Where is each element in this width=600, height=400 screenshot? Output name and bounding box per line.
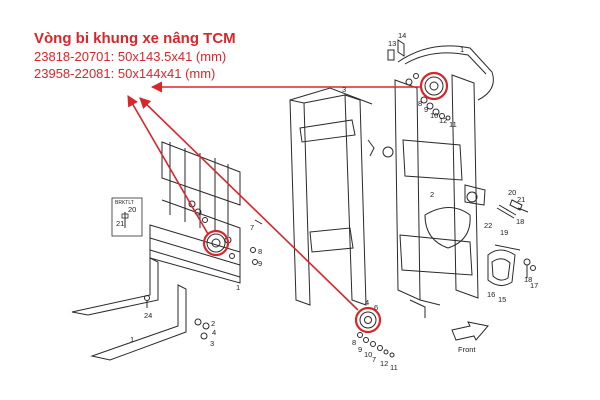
fork-left [71, 257, 159, 316]
carriage-frame [149, 199, 241, 284]
callout-14: 14 [398, 31, 406, 40]
highlight-lower-bearing [354, 306, 382, 334]
inner-mast [289, 87, 394, 306]
callout-upper-8: 8 [418, 99, 422, 108]
callout-lower-8: 8 [352, 338, 356, 347]
callout-21: 21 [517, 195, 525, 204]
callout-17: 17 [530, 281, 538, 290]
part-number-line-2: 23958-22081: 50x144x41 (mm) [34, 66, 216, 81]
callout-22: 22 [484, 221, 492, 230]
callout-lower-12: 12 [380, 359, 388, 368]
inset-detail: BRKTLT [111, 197, 143, 237]
highlight-upper-bearing [419, 71, 449, 101]
callout-lower-4: 4 [365, 298, 369, 307]
top-bracket-parts [387, 39, 405, 61]
callout-24: 24 [144, 311, 152, 320]
callout-labels: 1 13 14 8 9 10 12 11 2 3 22 20 21 18 19 … [116, 31, 538, 372]
callout-upper-10: 10 [430, 111, 438, 120]
callout-15: 15 [498, 295, 506, 304]
callout-upper-11: 11 [449, 120, 457, 129]
callout-13: 13 [388, 39, 396, 48]
fork-right [90, 284, 187, 361]
upper-roller-stack [405, 73, 451, 121]
mast-support-bracket [487, 244, 521, 286]
callout-lower-9: 9 [358, 345, 362, 354]
bearing-highlights [202, 71, 449, 334]
callout-16: 16 [487, 290, 495, 299]
lower-roller-stack [357, 311, 395, 358]
callout-21-left: 21 [116, 219, 124, 228]
highlight-carriage-bearing [202, 229, 230, 257]
callout-3: 3 [342, 85, 346, 94]
callout-2-left: 2 [211, 319, 215, 328]
callout-19: 19 [500, 228, 508, 237]
outer-mast [394, 45, 494, 318]
callout-20: 20 [508, 188, 516, 197]
pin-and-bolts [496, 199, 536, 278]
part-number-line-1: 23818-20701: 50x143.5x41 (mm) [34, 49, 227, 64]
callout-lower-6: 6 [374, 303, 378, 312]
callout-arrows [127, 81, 421, 311]
front-label: Front [458, 345, 476, 354]
callout-7-left: 7 [250, 223, 254, 232]
callout-carriage-1: 1 [236, 283, 240, 292]
arrow-lower [139, 97, 359, 311]
callout-9-left: 9 [258, 259, 262, 268]
callout-2: 2 [430, 190, 434, 199]
callout-20-left: 20 [128, 205, 136, 214]
inset-label: BRKTLT [115, 200, 134, 206]
caption-block: Vòng bi khung xe nâng TCM 23818-20701: 5… [34, 30, 236, 82]
callout-upper-9: 9 [424, 105, 428, 114]
caption-title: Vòng bi khung xe nâng TCM [34, 30, 236, 47]
callout-18b: 18 [524, 275, 532, 284]
callout-3-left: 3 [210, 339, 214, 348]
callout-lower-11: 11 [390, 363, 398, 372]
callout-lower-7: 7 [372, 355, 376, 364]
callout-4-left: 4 [212, 328, 216, 337]
arrow-carriage [127, 95, 209, 235]
small-hardware-left [144, 219, 263, 340]
callout-upper-12: 12 [439, 116, 447, 125]
front-direction-arrow: Front [451, 321, 489, 354]
callout-lower-10: 10 [364, 350, 372, 359]
callout-18: 18 [516, 217, 524, 226]
callout-8-left: 8 [258, 247, 262, 256]
callout-fork-1: 1 [130, 335, 134, 344]
callout-1: 1 [460, 45, 464, 54]
